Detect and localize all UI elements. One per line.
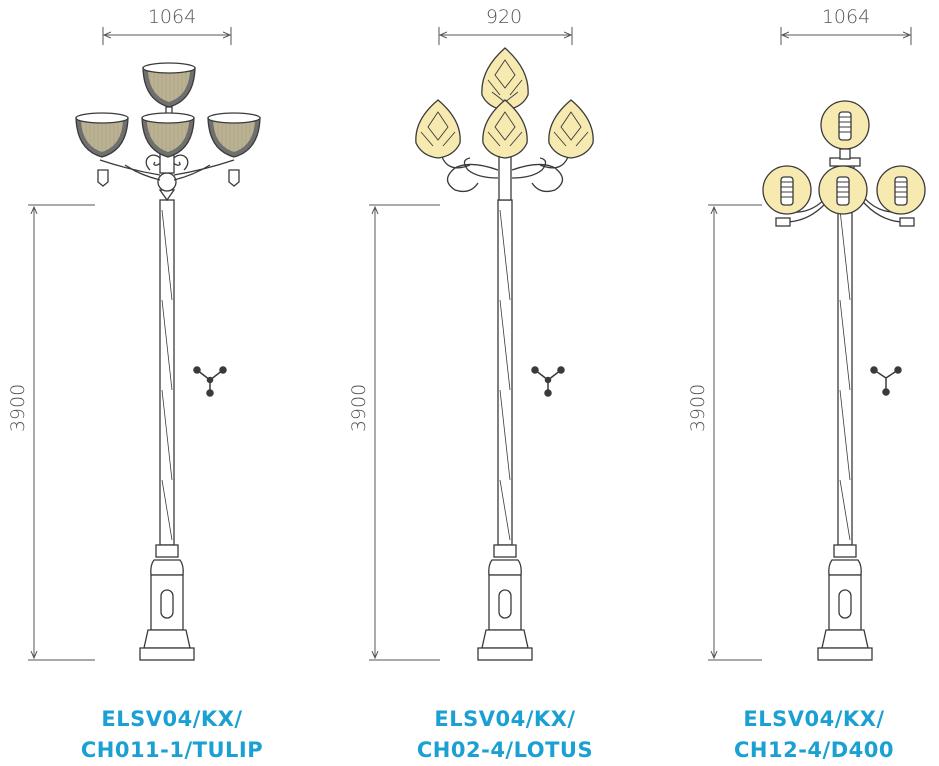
- pole-lotus: 920 3900: [348, 6, 594, 661]
- model-caption-tulip: ELSV04/KX/ CH011-1/TULIP: [22, 704, 322, 766]
- height-label: 3900: [348, 384, 370, 432]
- height-label: 3900: [7, 384, 29, 432]
- arm-layout-icon: [870, 366, 902, 396]
- height-dimension: 3900: [348, 204, 440, 661]
- lamp-head-right: [207, 112, 261, 158]
- model-caption-line2: CH12-4/D400: [734, 738, 894, 762]
- model-caption-line2: CH011-1/TULIP: [80, 738, 264, 762]
- model-caption-line1: ELSV04/KX/: [434, 707, 576, 731]
- lotus-lamps: [415, 47, 594, 159]
- model-caption-line1: ELSV04/KX/: [101, 707, 243, 731]
- width-dimension: 920: [438, 6, 573, 45]
- lamp-head-middle: [482, 99, 528, 159]
- width-label: 1064: [148, 6, 196, 28]
- lamp-head-top: [142, 62, 196, 116]
- lamp-head-right: [876, 165, 926, 215]
- lamp-head-top: [820, 100, 870, 160]
- lamp-head-right: [548, 99, 594, 159]
- height-dimension: 3900: [687, 204, 762, 661]
- width-dimension: 1064: [780, 6, 912, 45]
- pole-tulip: 1064 3900: [7, 6, 261, 661]
- pole-shaft: [477, 199, 533, 661]
- lamp-head-middle: [818, 165, 868, 215]
- height-label: 3900: [687, 384, 709, 432]
- model-caption-line2: CH02-4/LOTUS: [416, 738, 594, 762]
- arm-layout-icon: [193, 366, 227, 397]
- model-caption-d400: ELSV04/KX/ CH12-4/D400: [694, 704, 934, 766]
- width-label: 1064: [822, 6, 870, 28]
- lamp-head-middle: [141, 112, 195, 158]
- model-caption-lotus: ELSV04/KX/ CH02-4/LOTUS: [355, 704, 655, 766]
- pole-shaft: [139, 199, 195, 661]
- lamp-head-left: [762, 165, 812, 215]
- pole-d400: 1064 3900: [687, 6, 926, 661]
- arm-layout-icon: [531, 366, 565, 397]
- pole-shaft: [817, 199, 873, 661]
- height-dimension: 3900: [7, 204, 95, 661]
- model-caption-line1: ELSV04/KX/: [743, 707, 885, 731]
- width-dimension: 1064: [102, 6, 232, 45]
- lamp-head-left: [75, 112, 129, 158]
- tulip-lamps: [75, 62, 261, 158]
- width-label: 920: [486, 6, 522, 28]
- globe-lamps: [762, 100, 926, 215]
- lamp-head-left: [415, 99, 461, 159]
